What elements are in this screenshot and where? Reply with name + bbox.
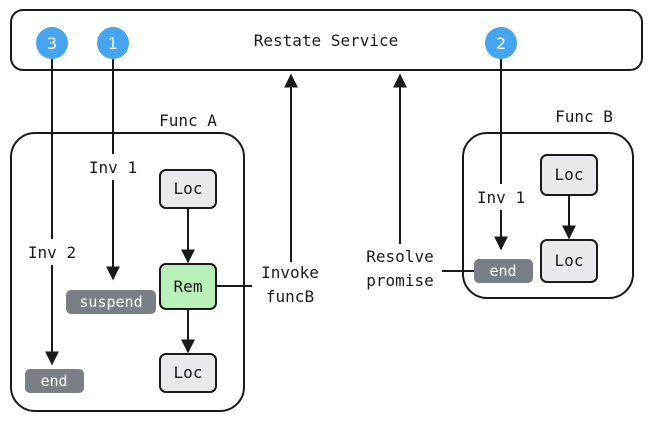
func-a-loc-bottom-node: Loc <box>160 354 216 392</box>
func-b-inv1-label: Inv 1 <box>477 188 525 207</box>
func-a-inv1-label: Inv 1 <box>89 158 137 177</box>
resolve-label-line2: promise <box>366 271 433 290</box>
badge-1: 1 <box>97 27 129 59</box>
badge-2: 2 <box>485 27 517 59</box>
func-a-loc-top-node: Loc <box>160 170 216 208</box>
svg-text:end: end <box>489 262 516 280</box>
svg-text:Loc: Loc <box>555 251 584 270</box>
suspend-pill: suspend <box>66 290 156 314</box>
func-a-rem-node: Rem <box>160 264 216 309</box>
invoke-funcb-arrow <box>216 75 291 286</box>
svg-text:2: 2 <box>496 34 506 53</box>
svg-text:Loc: Loc <box>555 165 584 184</box>
svg-text:suspend: suspend <box>79 293 142 311</box>
restate-service-title: Restate Service <box>254 31 399 50</box>
svg-text:3: 3 <box>47 34 57 53</box>
svg-text:Rem: Rem <box>174 277 203 296</box>
func-b-loc-bottom-node: Loc <box>541 240 597 282</box>
func-b-title: Func B <box>555 107 613 126</box>
invoke-label-line2: funcB <box>266 287 314 306</box>
svg-text:Loc: Loc <box>174 179 203 198</box>
resolve-label-line1: Resolve <box>366 247 433 266</box>
svg-text:Loc: Loc <box>174 363 203 382</box>
func-a-inv2-label: Inv 2 <box>28 243 76 262</box>
func-a-end-pill: end <box>25 369 84 393</box>
func-b-loc-top-node: Loc <box>541 155 597 195</box>
badge-3: 3 <box>36 27 68 59</box>
svg-text:1: 1 <box>108 34 118 53</box>
func-b-end-pill: end <box>474 259 533 283</box>
svg-text:end: end <box>40 372 67 390</box>
func-a-title: Func A <box>159 111 217 130</box>
invoke-label-line1: Invoke <box>261 263 319 282</box>
